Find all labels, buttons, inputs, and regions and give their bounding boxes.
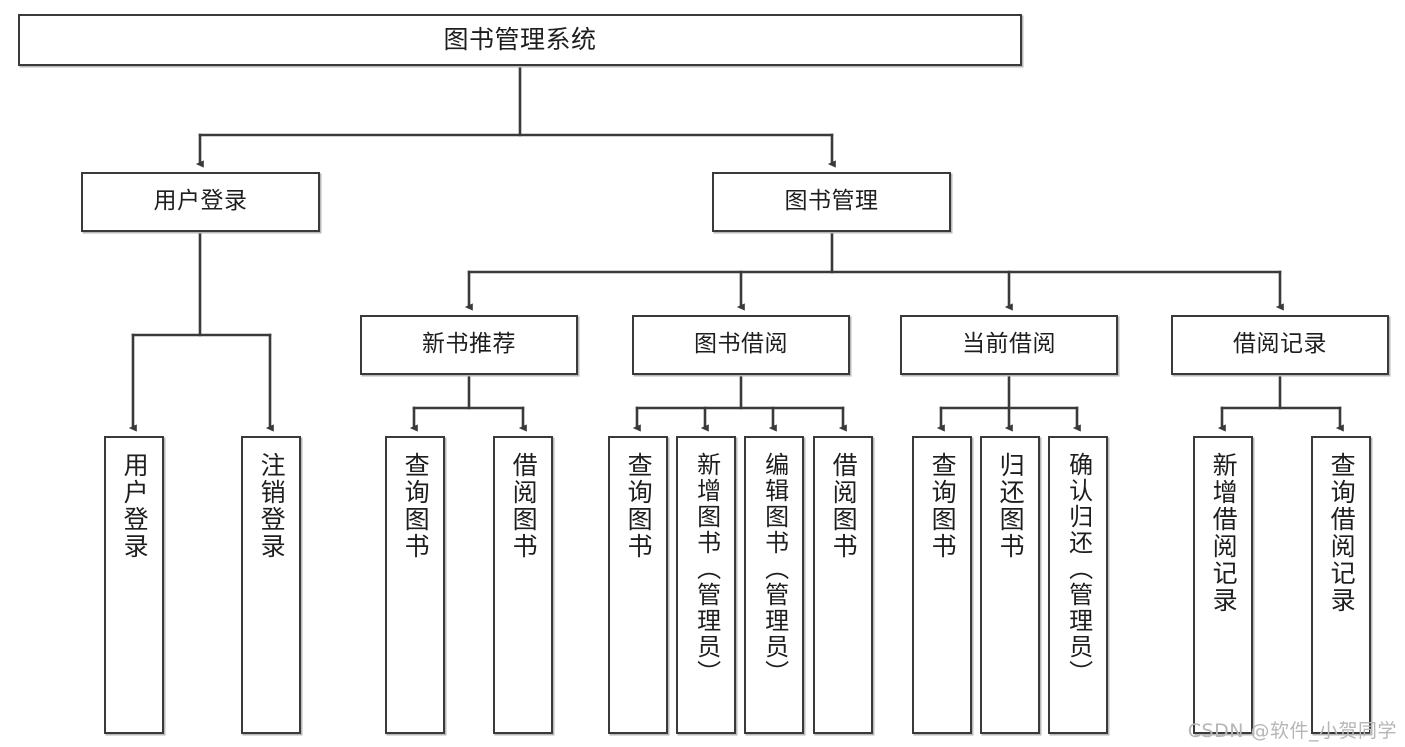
leaf-recommend-query-book[interactable]: 查询图书 (385, 436, 445, 734)
node-label: 新书推荐 (422, 331, 516, 358)
leaf-borrow-lend-book[interactable]: 借阅图书 (813, 436, 873, 734)
leaf-record-add-record[interactable]: 新增借阅记录 (1193, 436, 1253, 734)
node-label: 查询图书 (928, 452, 958, 560)
csdn-watermark: CSDN @软件_小贺同学 (1187, 720, 1397, 742)
node-label: 确认归还（管理员） (1064, 452, 1093, 686)
node-label: 归还图书 (996, 452, 1026, 560)
node-new-book-recommend[interactable]: 新书推荐 (360, 315, 578, 375)
node-label: 注销登录 (257, 452, 287, 560)
leaf-recommend-borrow-book[interactable]: 借阅图书 (493, 436, 553, 734)
node-borrow-record[interactable]: 借阅记录 (1171, 315, 1389, 375)
leaf-current-query-book[interactable]: 查询图书 (912, 436, 972, 734)
leaf-record-query-record[interactable]: 查询借阅记录 (1311, 436, 1371, 734)
node-label: 查询图书 (401, 452, 431, 560)
node-label: 借阅图书 (829, 452, 859, 560)
leaf-logout[interactable]: 注销登录 (241, 436, 301, 734)
node-label: 用户登录 (120, 452, 150, 560)
leaf-current-return-book[interactable]: 归还图书 (980, 436, 1040, 734)
leaf-borrow-add-book-admin[interactable]: 新增图书（管理员） (676, 436, 736, 734)
node-label: 借阅图书 (509, 452, 539, 560)
node-label: 新增借阅记录 (1209, 452, 1239, 614)
node-label: 编辑图书（管理员） (760, 452, 789, 686)
node-label: 新增图书（管理员） (692, 452, 721, 686)
leaf-borrow-query-book[interactable]: 查询图书 (608, 436, 668, 734)
leaf-user-login[interactable]: 用户登录 (104, 436, 164, 734)
node-root-book-management-system[interactable]: 图书管理系统 (18, 14, 1022, 66)
node-label: 图书管理 (784, 188, 879, 215)
node-book-management[interactable]: 图书管理 (712, 172, 951, 232)
node-label: 查询图书 (624, 452, 654, 560)
node-label: 查询借阅记录 (1327, 452, 1357, 614)
node-label: 用户登录 (153, 188, 248, 215)
node-current-borrow[interactable]: 当前借阅 (900, 315, 1118, 375)
leaf-borrow-edit-book-admin[interactable]: 编辑图书（管理员） (744, 436, 804, 734)
node-label: 借阅记录 (1233, 331, 1327, 358)
node-user-login[interactable]: 用户登录 (81, 172, 320, 232)
node-label: 图书管理系统 (443, 25, 597, 55)
node-label: 当前借阅 (962, 331, 1056, 358)
node-book-borrow[interactable]: 图书借阅 (632, 315, 850, 375)
leaf-current-confirm-return-admin[interactable]: 确认归还（管理员） (1048, 436, 1108, 734)
node-label: 图书借阅 (694, 331, 788, 358)
